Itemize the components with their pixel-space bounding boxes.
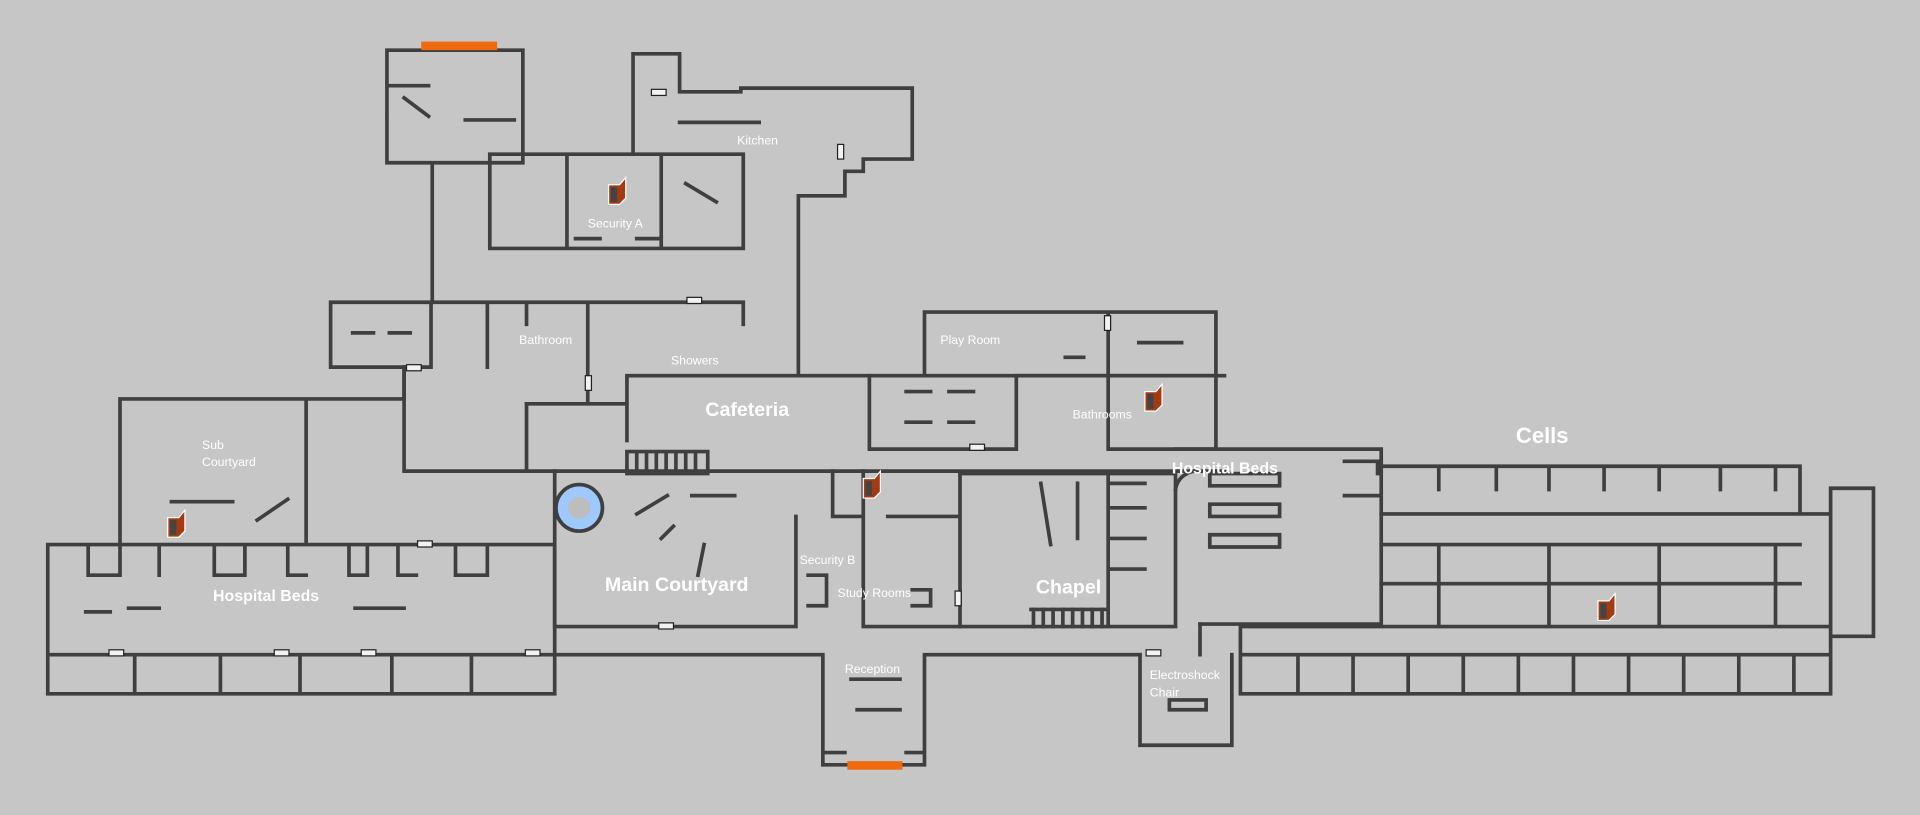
door[interactable] [650,88,667,97]
label-main-courtyard: Main Courtyard [605,574,749,596]
label-study-rooms: Study Rooms [838,586,911,600]
label-chapel: Chapel [1036,577,1101,599]
door[interactable] [686,296,703,305]
door[interactable] [108,649,125,657]
door[interactable] [658,622,675,630]
label-bathrooms: Bathrooms [1073,408,1132,422]
book-icon[interactable] [607,175,627,205]
book-icon[interactable] [167,508,186,538]
door[interactable] [416,540,433,548]
label-security-b: Security B [800,553,856,567]
door[interactable] [273,649,290,657]
door[interactable] [584,375,593,391]
door[interactable] [954,590,962,607]
label-bathroom: Bathroom [519,333,572,347]
label-cells: Cells [1516,423,1569,448]
door[interactable] [969,443,986,451]
walls [45,48,1876,767]
label-reception: Reception [845,662,900,676]
book-icon[interactable] [1144,382,1163,412]
label-hospital-beds-west: Hospital Beds [213,588,319,605]
doors [108,88,1162,657]
book-icon[interactable] [862,469,882,499]
door[interactable] [405,364,422,372]
fountain [554,482,605,533]
book-markers [167,175,1616,622]
door[interactable] [1103,315,1112,332]
door[interactable] [836,143,845,160]
label-electroshock-chair: Electroshock [1150,668,1221,682]
label-hospital-beds-east: Hospital Beds [1172,461,1278,478]
exit-south[interactable] [847,761,903,770]
label-sub-courtyard: Courtyard [202,455,256,469]
label-cafeteria: Cafeteria [705,399,790,421]
label-showers: Showers [671,354,719,368]
exit-north[interactable] [421,41,498,51]
book-icon[interactable] [1597,591,1616,622]
door[interactable] [524,649,541,657]
exits [421,41,903,770]
label-kitchen: Kitchen [737,133,778,147]
room-labels: Kitchen Security A Bathroom Showers Play… [202,133,1569,699]
label-security-a: Security A [588,217,644,231]
label-play-room: Play Room [940,333,1000,347]
door[interactable] [1145,649,1162,657]
door[interactable] [360,649,377,657]
label-sub-courtyard: Sub [202,438,224,452]
label-electroshock-chair: Chair [1150,685,1179,699]
